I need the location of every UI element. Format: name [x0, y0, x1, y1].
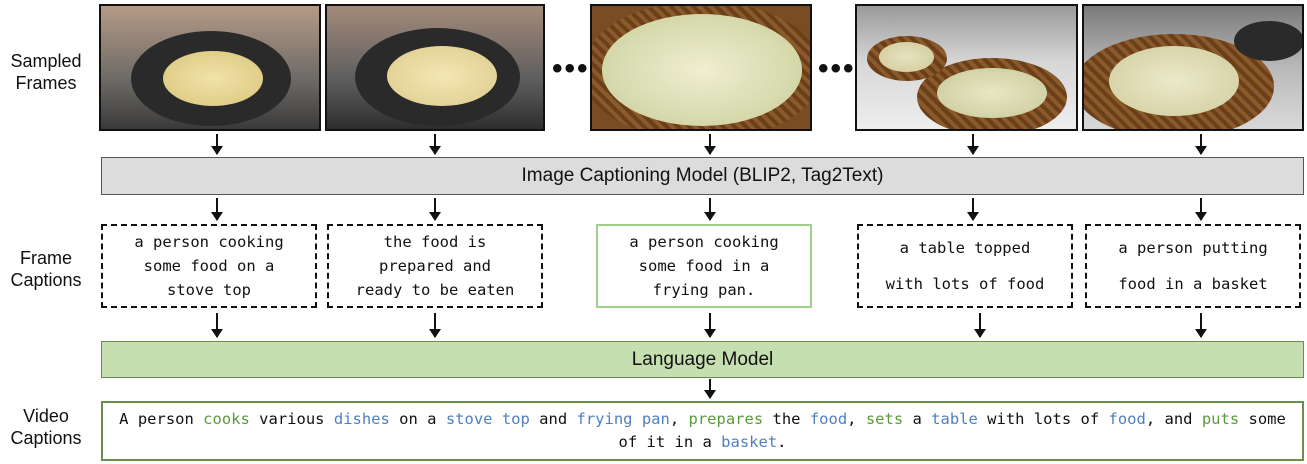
- label-line: Frames: [15, 73, 77, 93]
- caption-segment-plain: on a: [389, 410, 446, 428]
- sampled-frames-label: Sampled Frames: [0, 50, 92, 94]
- caption-line: stove top: [167, 281, 251, 299]
- caption-segment-verb: prepares: [688, 410, 764, 428]
- label-line: Captions: [10, 428, 82, 448]
- caption-segment-plain: with lots of: [977, 410, 1109, 428]
- caption-segment-noun: food: [1108, 410, 1146, 428]
- caption-segment-plain: , and: [1145, 410, 1202, 428]
- frame-caption-4: a table topped with lots of food: [857, 224, 1073, 308]
- arrow: [429, 134, 441, 155]
- arrow: [429, 313, 441, 338]
- frame-caption-5: a person putting food in a basket: [1085, 224, 1301, 308]
- caption-line: a person putting: [1118, 239, 1268, 257]
- caption-line: the food is: [383, 233, 487, 251]
- caption-line: a table topped: [899, 239, 1031, 257]
- frame-5: [1082, 4, 1304, 131]
- label-line: Sampled: [10, 51, 82, 71]
- caption-line: some food in a: [638, 257, 770, 275]
- arrow: [704, 313, 716, 338]
- label-line: Frame: [19, 248, 72, 268]
- caption-segment-plain: a: [903, 410, 932, 428]
- label-line: Captions: [10, 270, 82, 290]
- caption-line: ready to be eaten: [355, 281, 515, 299]
- frame-1: [99, 4, 321, 131]
- caption-segment-plain: ,: [669, 410, 689, 428]
- caption-line: food in a basket: [1118, 275, 1268, 293]
- caption-segment-verb: cooks: [203, 410, 250, 428]
- caption-line: a person cooking: [134, 233, 284, 251]
- caption-segment-noun: food: [809, 410, 848, 428]
- frame-caption-2: the food is prepared and ready to be eaten: [327, 224, 543, 308]
- arrow: [211, 134, 223, 155]
- arrow: [704, 134, 716, 155]
- caption-line: a person cooking: [629, 233, 779, 251]
- arrow: [211, 313, 223, 338]
- caption-segment-plain: .: [777, 433, 787, 451]
- caption-line: some food on a: [143, 257, 275, 275]
- caption-segment-plain: A person: [119, 410, 204, 428]
- arrow: [1195, 134, 1207, 155]
- arrow: [429, 198, 441, 221]
- arrow: [1195, 313, 1207, 338]
- arrow: [704, 379, 716, 399]
- caption-segment-plain: some of it in a: [618, 410, 1296, 451]
- frame-3: [590, 4, 812, 131]
- arrow: [704, 198, 716, 221]
- arrow: [974, 313, 986, 338]
- video-caption-text: A person cooks various dishes on a stove…: [117, 408, 1288, 454]
- caption-segment-noun: table: [931, 410, 978, 428]
- ellipsis-1: •••: [552, 52, 590, 85]
- caption-segment-noun: stove top: [445, 410, 530, 428]
- caption-segment-verb: sets: [865, 410, 904, 428]
- label-line: Video: [23, 406, 69, 426]
- video-captions-label: Video Captions: [0, 405, 92, 449]
- caption-line: frying pan.: [652, 281, 756, 299]
- frame-caption-3: a person cooking some food in a frying pan…: [596, 224, 812, 308]
- caption-segment-noun: dishes: [333, 410, 390, 428]
- caption-segment-plain: and: [529, 410, 577, 428]
- ellipsis-2: •••: [818, 52, 856, 85]
- frame-4: [855, 4, 1078, 131]
- frame-2: [325, 4, 545, 131]
- arrow: [211, 198, 223, 221]
- image-captioning-model: Image Captioning Model (BLIP2, Tag2Text): [101, 157, 1304, 195]
- caption-segment-noun: frying pan: [576, 410, 670, 428]
- arrow: [967, 134, 979, 155]
- arrow: [1195, 198, 1207, 221]
- caption-segment-plain: the: [763, 410, 810, 428]
- caption-line: prepared and: [379, 257, 491, 275]
- caption-segment-verb: puts: [1201, 410, 1240, 428]
- caption-line: with lots of food: [885, 275, 1045, 293]
- language-model: Language Model: [101, 341, 1304, 378]
- caption-segment-noun: basket: [721, 433, 778, 451]
- video-caption: A person cooks various dishes on a stove…: [101, 401, 1304, 461]
- arrow: [967, 198, 979, 221]
- frame-captions-label: Frame Captions: [0, 247, 92, 291]
- caption-segment-plain: ,: [847, 410, 866, 428]
- frame-caption-1: a person cooking some food on a stove top: [101, 224, 317, 308]
- caption-segment-plain: various: [249, 410, 334, 428]
